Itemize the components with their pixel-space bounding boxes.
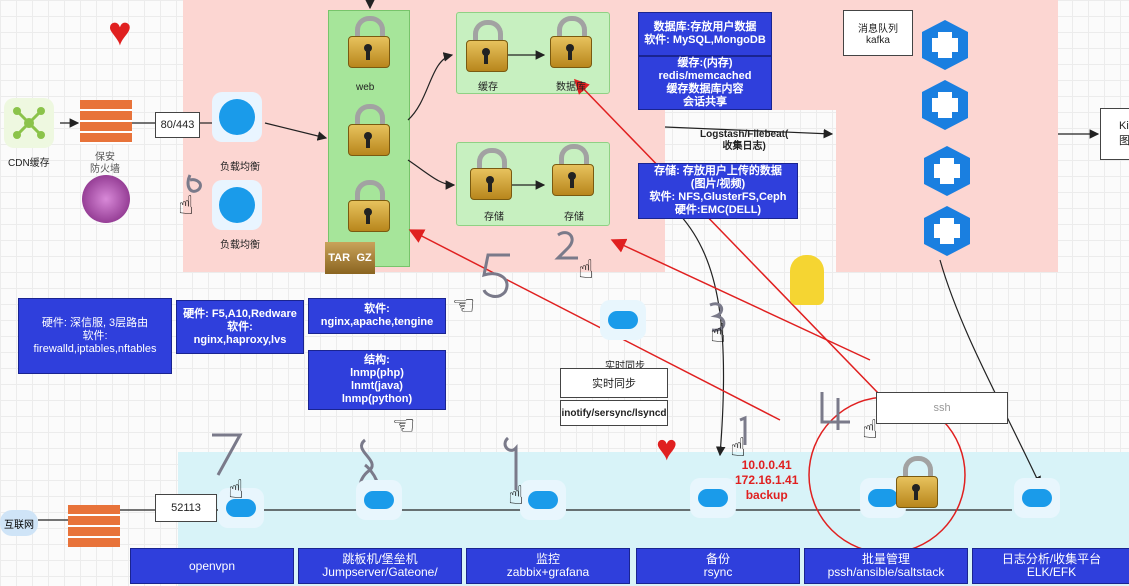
web-lock-icon-3 bbox=[346, 180, 390, 232]
web-lock-icon-1 bbox=[346, 16, 390, 68]
tab-backup[interactable]: 备份 rsync bbox=[636, 548, 800, 584]
hand-pointer-icon-8: ☝ bbox=[730, 432, 746, 462]
ssh-box: ssh bbox=[876, 392, 1008, 424]
cache-lock-icon bbox=[464, 20, 508, 72]
mq-box: 消息队列 kafka bbox=[843, 10, 913, 56]
cdn-icon bbox=[4, 98, 54, 148]
hand-pointer-icon-5: ☝ bbox=[228, 474, 244, 504]
heart-bottom-icon: ♥ bbox=[656, 427, 678, 468]
hw-info-box: 硬件: 深信服, 3层路由 软件: firewalld,iptables,nft… bbox=[18, 298, 172, 374]
storage-label-2: 存储 bbox=[564, 212, 584, 223]
tar-gz-icon: TAR GZ bbox=[325, 242, 375, 274]
tab-batch-mgmt-sub: pssh/ansible/saltstack bbox=[827, 565, 945, 579]
batch-lock-icon bbox=[894, 456, 938, 508]
backup-ip-text: 10.0.0.41 172.16.1.41 backup bbox=[735, 458, 799, 502]
tab-monitor-title: 监控 bbox=[535, 552, 560, 566]
tab-log-platform-sub: ELK/EFK bbox=[1026, 565, 1077, 579]
storage-label-1: 存储 bbox=[484, 212, 504, 223]
realtime-sync-icon bbox=[600, 300, 646, 340]
minion-icon bbox=[790, 255, 824, 305]
web-label: web bbox=[356, 82, 375, 93]
firewall-icon bbox=[80, 100, 132, 144]
hand-pointer-icon-4: ☝ bbox=[710, 318, 726, 348]
web-lock-icon-2 bbox=[346, 104, 390, 156]
load-balancer-icon-2 bbox=[212, 180, 262, 230]
cache-label: 缓存 bbox=[478, 82, 498, 93]
tar-label: TAR bbox=[328, 252, 351, 264]
jumpserver-icon bbox=[356, 480, 402, 520]
tab-log-platform-title: 日志分析/收集平台 bbox=[1001, 552, 1102, 566]
monitor-server-icon bbox=[520, 480, 566, 520]
heart-icon: ♥ bbox=[108, 10, 132, 54]
kafka-node-icon-3 bbox=[920, 144, 974, 198]
gz-label: GZ bbox=[356, 252, 372, 264]
tab-monitor-sub: zabbix+grafana bbox=[506, 565, 590, 579]
logstash-label: Logstash/Filebeat( 收集日志) bbox=[700, 129, 789, 152]
virus-icon bbox=[82, 175, 130, 223]
tab-jumpserver[interactable]: 跳板机/堡垒机 Jumpserver/Gateone/ bbox=[298, 548, 462, 584]
storage-lock-icon-1 bbox=[468, 148, 512, 200]
tab-backup-sub: rsync bbox=[703, 565, 733, 579]
hand-pointer-icon-2: ☜ bbox=[452, 290, 476, 320]
lb-label-1: 负载均衡 bbox=[220, 162, 260, 173]
db-info-box: 数据库:存放用户数据 软件: MySQL,MongoDB bbox=[638, 12, 772, 56]
storage-lock-icon-2 bbox=[550, 144, 594, 196]
kafka-node-icon-4 bbox=[920, 204, 974, 258]
realtime-sync-box: 实时同步 bbox=[560, 368, 668, 398]
tab-monitor[interactable]: 监控 zabbix+grafana bbox=[466, 548, 630, 584]
openvpn-server-icon bbox=[218, 488, 264, 528]
cdn-label: CDN缓存 bbox=[8, 158, 50, 169]
log-server-icon bbox=[1014, 478, 1060, 518]
kafka-node-icon-1 bbox=[918, 18, 972, 72]
tab-batch-mgmt-title: 批量管理 bbox=[861, 552, 910, 566]
kafka-node-icon-2 bbox=[918, 78, 972, 132]
hand-pointer-icon-7: ☝ bbox=[508, 480, 524, 510]
web-structure-box: 结构: lnmp(php) lnmt(java) lnmp(python) bbox=[308, 350, 446, 410]
tab-log-platform[interactable]: 日志分析/收集平台 ELK/EFK bbox=[972, 548, 1129, 584]
cache-info-box: 缓存:(内存) redis/memcached 缓存数据库内容 会话共享 bbox=[638, 56, 772, 110]
sync-tools-box: inotify/sersync/lsyncd bbox=[560, 400, 668, 426]
hand-pointer-icon-9: ☝ bbox=[862, 414, 878, 444]
lb-info-box: 硬件: F5,A10,Redware 软件: nginx,haproxy,lvs bbox=[176, 300, 304, 354]
load-balancer-icon-1 bbox=[212, 92, 262, 142]
kibana-box: Ki 图 bbox=[1100, 108, 1129, 160]
port-52113-box: 52113 bbox=[155, 494, 217, 522]
storage-info-box: 存储: 存放用户上传的数据 (图片/视频) 软件: NFS,GlusterFS,… bbox=[638, 163, 798, 219]
web-software-box: 软件: nginx,apache,tengine bbox=[308, 298, 446, 334]
tab-openvpn-title: openvpn bbox=[188, 558, 236, 573]
realtime-sync-label: 实时同步 bbox=[605, 361, 645, 372]
tab-batch-mgmt[interactable]: 批量管理 pssh/ansible/saltstack bbox=[804, 548, 968, 584]
hand-pointer-icon-6: ☜ bbox=[392, 410, 416, 440]
tab-jumpserver-sub: Jumpserver/Gateone/ bbox=[322, 565, 438, 579]
db-lock-icon bbox=[548, 16, 592, 68]
backup-server-icon bbox=[690, 478, 736, 518]
tab-openvpn[interactable]: openvpn bbox=[130, 548, 294, 584]
lb-label-2: 负载均衡 bbox=[220, 240, 260, 251]
tab-jumpserver-title: 跳板机/堡垒机 bbox=[342, 552, 418, 566]
hand-pointer-icon-1: ☝ bbox=[178, 190, 194, 220]
database-label: 数据库 bbox=[556, 82, 586, 93]
firewall-label: 保安 防火墙 bbox=[90, 152, 120, 175]
firewall-bottom-icon bbox=[68, 505, 120, 547]
tab-backup-title: 备份 bbox=[705, 552, 730, 566]
internet-label: 互联网 bbox=[0, 510, 38, 536]
hand-pointer-icon-3: ☝ bbox=[578, 254, 594, 284]
port-80-box: 80/443 bbox=[155, 112, 200, 138]
